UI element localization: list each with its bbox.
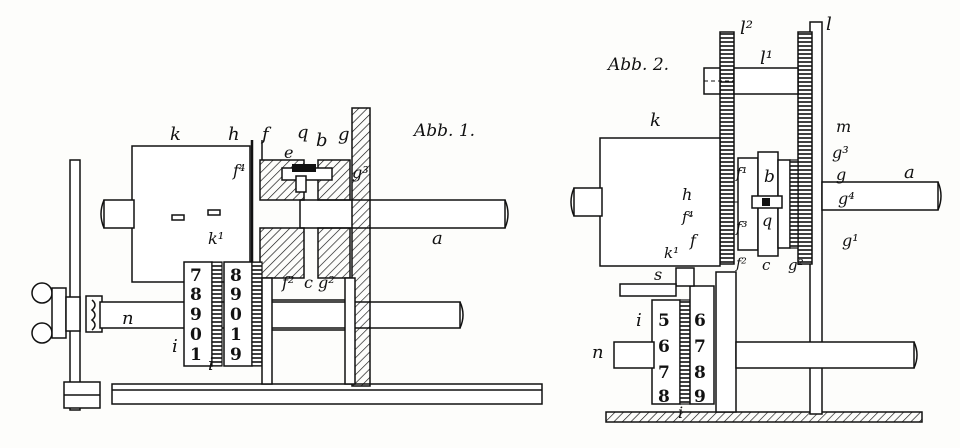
fig1-wall: [351, 107, 371, 387]
fig1-right-digit: 9: [230, 345, 242, 365]
fig2-label-f: f: [689, 231, 699, 250]
fig2-gear-l: [797, 31, 813, 265]
fig2-label-f3: f³: [735, 218, 748, 236]
fig1-label-h: h: [228, 124, 240, 145]
fig1-support: [261, 277, 273, 385]
fig1-left-digit: 7: [190, 266, 202, 286]
fig2-label-g1: g¹: [842, 231, 859, 250]
fig2-gear-l2: [719, 31, 735, 265]
fig2-floor: [605, 411, 923, 423]
fig2-label-g2: g²: [788, 256, 804, 274]
fig1-right-digit: 0: [230, 305, 242, 325]
fig2-shaft-n: [613, 283, 918, 369]
fig1-knob-assembly: [31, 282, 103, 344]
fig1-label-k1: k¹: [208, 229, 224, 248]
fig2-support: [715, 271, 737, 413]
fig2-label-l2: l²: [740, 18, 753, 39]
fig1-label-e: e: [284, 143, 293, 162]
fig2-label-i: i: [636, 310, 642, 331]
fig2-label-l: l: [826, 14, 832, 35]
fig1-left-digit: 9: [190, 305, 202, 325]
fig1-label-q: q: [297, 122, 309, 143]
fig1-label-f4: f⁴: [232, 161, 245, 180]
fig2-label-h: h: [682, 185, 692, 204]
fig1-label-a: a: [432, 228, 443, 249]
fig1-right-digit: 9: [230, 285, 242, 305]
fig2-label-q: q: [762, 211, 772, 230]
fig1-label-b: b: [316, 130, 328, 151]
fig2-coupling: [737, 151, 799, 257]
fig1-left-digit: 0: [190, 325, 202, 345]
figure-1: 7 8 9 0 1 8 9 0 1 9 Abb. 1. k h f q b g …: [31, 107, 543, 411]
fig2-label-f1: f¹: [735, 164, 748, 182]
fig1-label-g: g: [338, 124, 350, 145]
fig2-label-m: m: [836, 117, 851, 136]
fig2-counter-right: 6 7 8 9: [675, 267, 715, 407]
fig2-label-c: c: [762, 256, 771, 274]
fig2-right-digit: 6: [694, 311, 706, 331]
fig2-left-digit: 5: [658, 311, 670, 331]
fig2-left-digit: 6: [658, 337, 670, 357]
fig2-label-k1: k¹: [664, 244, 679, 262]
fig1-label-f2: f²: [281, 273, 294, 292]
fig1-left-digit: 1: [190, 345, 202, 365]
fig1-label-n: n: [122, 308, 134, 329]
fig2-right-digit: 7: [694, 337, 706, 357]
fig2-shaft-a: [570, 181, 942, 217]
fig1-label-i: i: [172, 336, 178, 357]
fig2-label-f4: f⁴: [681, 208, 694, 226]
fig2-right-digit: 9: [694, 387, 706, 407]
fig2-label-f2: f²: [735, 256, 747, 272]
fig1-coupling: [250, 140, 351, 285]
fig2-shaft-l1: [703, 67, 799, 95]
fig2-label-a: a: [904, 162, 915, 183]
fig1-label-i: i: [208, 354, 214, 375]
fig2-label-l1: l¹: [760, 48, 773, 69]
fig1-post: [63, 159, 101, 411]
fig1-support: [344, 277, 356, 385]
fig1-counter-right: 8 9 0 1 9: [223, 261, 263, 367]
fig1-left-digit: 8: [190, 285, 202, 305]
fig2-title: Abb. 2.: [606, 55, 669, 75]
fig1-right-digit: 8: [230, 266, 242, 286]
fig1-shaft-a: [100, 199, 509, 229]
fig2-right-digit: 8: [694, 363, 706, 383]
fig2-label-b: b: [764, 167, 775, 187]
fig1-label-g2: g²: [318, 273, 335, 292]
fig1-base-rail: [111, 383, 543, 405]
fig1-counter-left: 7 8 9 0 1: [183, 261, 223, 367]
fig2-label-n: n: [592, 342, 604, 363]
fig2-left-digit: 8: [658, 387, 670, 407]
fig2-label-i: i: [678, 403, 683, 422]
fig1-right-digit: 1: [230, 325, 242, 345]
fig2-label-g3: g³: [832, 143, 849, 162]
fig2-label-g: g: [836, 165, 846, 184]
figure-2: 5 6 7 8 6 7 8 9 Abb. 2. l² l l¹ k m g³: [570, 14, 942, 423]
fig1-label-c: c: [304, 273, 313, 292]
fig1-shaft-n: [99, 301, 464, 329]
fig2-counter-left: 5 6 7 8: [651, 299, 691, 407]
fig2-left-digit: 7: [658, 363, 670, 383]
fig2-box-k: [599, 137, 721, 267]
fig1-label-g3: g³: [352, 163, 369, 182]
fig1-title: Abb. 1.: [412, 121, 475, 141]
fig2-label-g4: g⁴: [838, 189, 855, 208]
fig2-label-s: s: [654, 265, 662, 284]
fig1-label-f: f: [260, 124, 272, 145]
fig1-label-k: k: [170, 124, 181, 145]
fig2-label-k: k: [650, 110, 661, 131]
